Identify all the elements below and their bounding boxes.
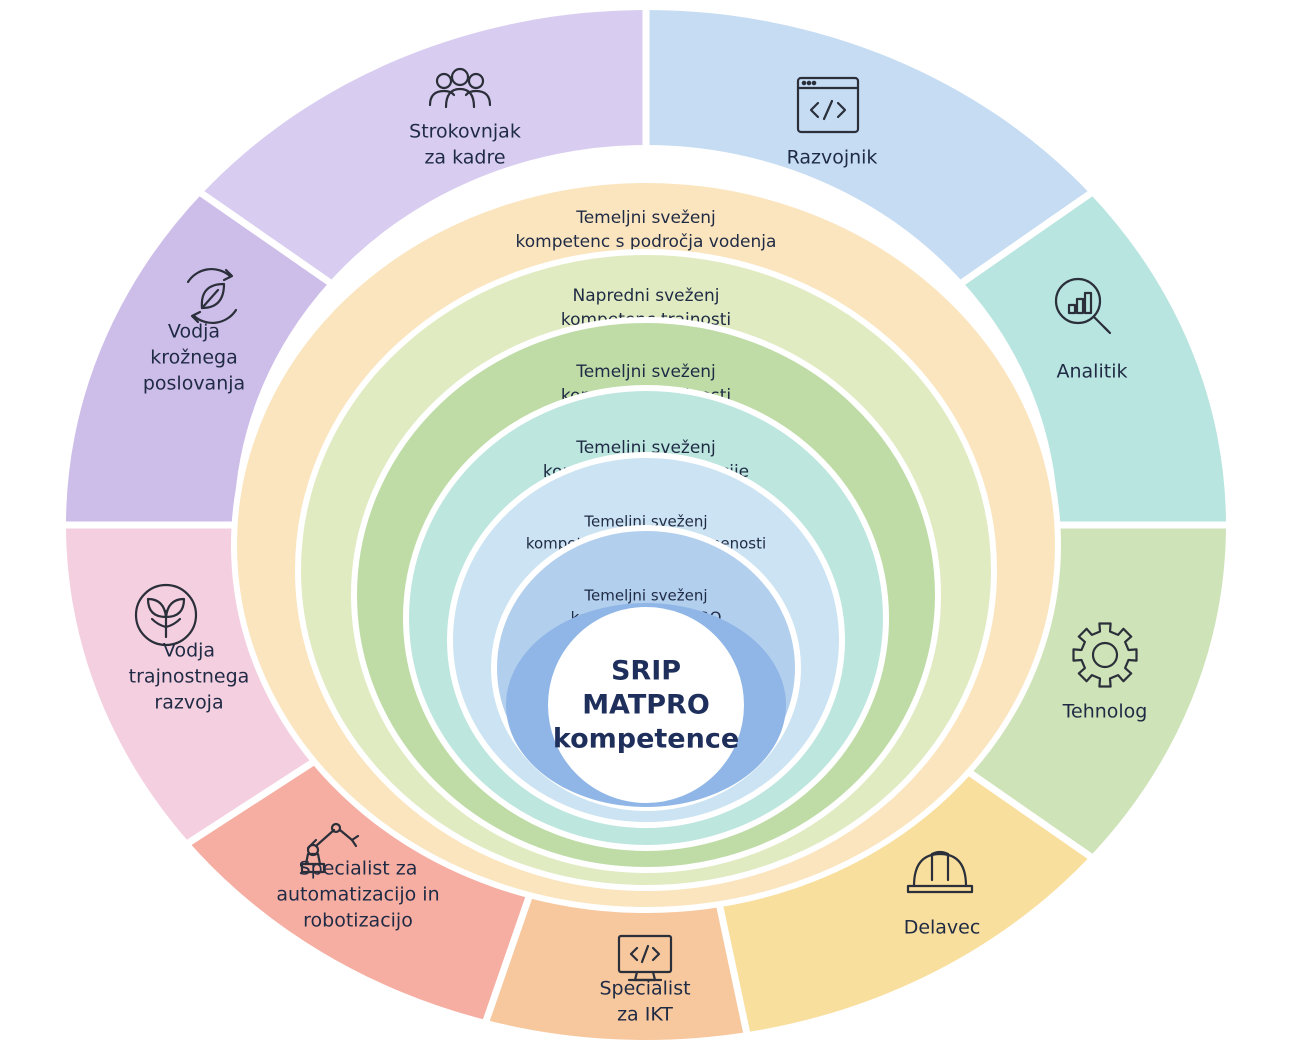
segment-worker-label: Delavec (904, 917, 981, 939)
segment-circular-label: poslovanja (143, 373, 245, 395)
hard-hat-icon (906, 850, 974, 894)
core-label: MATPRO (582, 690, 710, 721)
ring-2-label: Napredni sveženj (573, 286, 720, 306)
segment-circular-label: krožnega (150, 347, 237, 369)
segment-developer-label: Razvojnik (787, 147, 878, 169)
segment-circular-background (66, 193, 331, 525)
segment-technologist-label: Tehnolog (1062, 701, 1148, 723)
segment-automation-label: automatizacijo in (276, 884, 439, 906)
segment-automation: Specialist za automatizacijo in robotizaci… (188, 758, 533, 1021)
sprout-icon (134, 583, 198, 647)
segment-analyst-background (961, 193, 1226, 525)
segment-technologist: Tehnolog (961, 525, 1226, 857)
segment-ict-label: za IKT (617, 1004, 673, 1026)
segment-hr-background (201, 10, 647, 281)
segment-developer-background (646, 10, 1091, 281)
segment-sustainable-background (66, 525, 322, 843)
ring-1-label: kompetenc s področja vodenja (516, 232, 777, 252)
segment-circular: Vodja krožnega poslovanja (66, 193, 331, 525)
ring-5-label: Temeljni sveženj (583, 513, 707, 531)
segment-hr-label: Strokovnjak (409, 121, 521, 143)
code-window-icon (796, 76, 860, 134)
segment-circular-label: Vodja (168, 321, 220, 343)
segment-developer: Razvojnik (646, 10, 1091, 281)
segment-divider (196, 188, 348, 297)
segment-analyst-label: Analitik (1057, 361, 1128, 383)
segment-ict-label: Specialist (599, 978, 690, 1000)
ring-4-label: Temeljni sveženj (575, 438, 716, 458)
segment-analyst: Analitik (961, 193, 1226, 525)
ring-3-label: Temeljni sveženj (575, 362, 716, 382)
segment-ict-background (486, 890, 747, 1040)
monitor-code-icon (617, 934, 673, 982)
core-label: SRIP (611, 656, 681, 687)
segment-ict: Specialist za IKT (486, 890, 747, 1040)
gear-icon (1072, 622, 1138, 688)
core-label: kompetence (553, 724, 739, 755)
segment-hr-label: za kadre (424, 147, 505, 169)
segment-automation-label: Specialist za (299, 858, 418, 880)
segment-sustainable-label: trajnostnega (129, 666, 250, 688)
analytics-icon (1054, 277, 1112, 335)
role-segments: Strokovnjak za kadre RazvojnikAnalitikTehn… (62, 6, 1230, 1040)
segment-sustainable-label: razvoja (154, 692, 223, 714)
ring-1-label: Temeljni sveženj (575, 208, 716, 228)
segment-automation-background (188, 758, 533, 1021)
segment-divider (944, 188, 1096, 297)
segment-worker: Delavec (717, 769, 1091, 1033)
segment-worker-background (717, 769, 1091, 1033)
robot-arm-icon (300, 822, 360, 874)
segment-sustainable-label: Vodja (163, 640, 215, 662)
core-disc (548, 607, 744, 803)
recycle-leaf-icon (186, 268, 238, 324)
segment-technologist-background (961, 525, 1226, 857)
people-icon (428, 67, 492, 109)
ring-6-label: Temeljni sveženj (583, 587, 707, 605)
segment-sustainable: Vodja trajnostnega razvoja (66, 525, 322, 843)
segment-automation-label: robotizacijo (303, 910, 413, 932)
segment-hr: Strokovnjak za kadre (201, 10, 647, 281)
